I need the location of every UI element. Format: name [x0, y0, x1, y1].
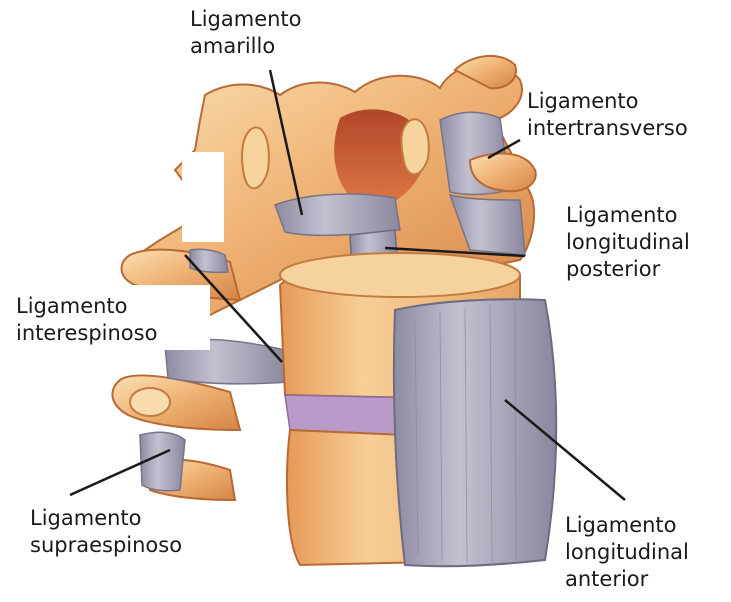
label-line: posterior [566, 256, 690, 283]
label-line: Ligamento [566, 202, 690, 229]
label-ligamento-supraespinoso: Ligamento supraespinoso [30, 505, 182, 559]
label-ligamento-interespinoso: Ligamento interespinoso [16, 293, 157, 347]
label-line: Ligamento [16, 293, 157, 320]
label-line: anterior [565, 566, 689, 593]
label-line: supraespinoso [30, 532, 182, 559]
label-line: intertransverso [527, 115, 688, 142]
label-line: Ligamento [190, 6, 302, 33]
label-ligamento-intertransverso: Ligamento intertransverso [527, 88, 688, 142]
label-line: amarillo [190, 33, 302, 60]
label-line: Ligamento [527, 88, 688, 115]
label-line: Ligamento [30, 505, 182, 532]
label-line: longitudinal [565, 539, 689, 566]
label-line: interespinoso [16, 320, 157, 347]
label-line: longitudinal [566, 229, 690, 256]
label-ligamento-longitudinal-anterior: Ligamento longitudinal anterior [565, 512, 689, 593]
label-line: Ligamento [565, 512, 689, 539]
label-ligamento-amarillo: Ligamento amarillo [190, 6, 302, 60]
label-ligamento-longitudinal-posterior: Ligamento longitudinal posterior [566, 202, 690, 283]
anterior-longitudinal-ligament [394, 299, 556, 566]
ligamentum-flavum [275, 194, 400, 235]
